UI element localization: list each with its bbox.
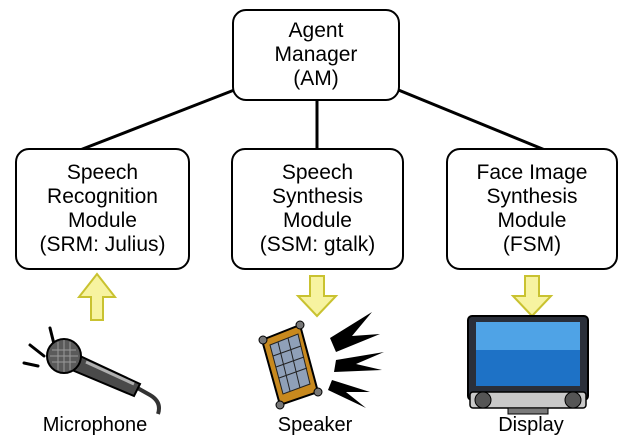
fsm-line-3: Module [497,209,567,232]
agent-manager-line-3: (AM) [293,67,339,90]
speaker-label: Speaker [277,414,353,436]
srm-line-1: Speech [66,161,139,184]
srm-line-4: (SRM: Julius) [39,233,166,256]
microphone-label: Microphone [42,414,148,436]
speaker-icon [258,312,384,410]
ssm-line-3: Module [283,209,352,232]
fsm-module-box: Face Image Synthesis Module (FSM) [446,148,618,270]
arrow-down-fsm [510,275,554,318]
srm-line-2: Recognition [47,185,158,208]
ssm-line-2: Synthesis [271,185,364,208]
display-label: Display [498,414,564,436]
srm-line-3: Module [68,209,137,232]
display-icon [467,315,589,415]
ssm-module-box: Speech Synthesis Module (SSM: gtalk) [231,148,404,270]
microphone-icon [22,326,161,415]
fsm-line-4: (FSM) [502,233,562,256]
connector-am-srm [79,78,261,152]
arrow-down-ssm [295,275,339,318]
connector-am-fsm [373,78,546,152]
agent-manager-line-2: Manager [274,43,358,66]
agent-manager-line-1: Agent [288,19,344,42]
fsm-line-1: Face Image [476,161,588,184]
srm-module-box: Speech Recognition Module (SRM: Julius) [15,148,190,270]
arrow-up-srm [76,272,118,321]
ssm-line-4: (SSM: gtalk) [259,233,376,256]
connector-lines [79,78,546,152]
fsm-line-2: Synthesis [486,185,578,208]
agent-manager-box: Agent Manager (AM) [232,9,400,101]
ssm-line-1: Speech [281,161,354,184]
flow-arrows [76,272,554,321]
